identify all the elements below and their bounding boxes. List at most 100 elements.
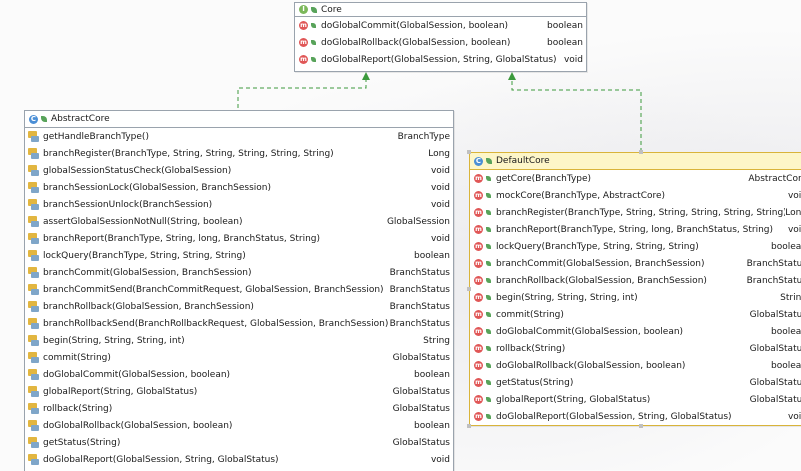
method-signature: rollback(String): [43, 403, 113, 414]
method-return-type: boolean: [547, 37, 583, 48]
method-signature: doGlobalReport(GlobalSession, String, Gl…: [496, 411, 732, 422]
method-row[interactable]: getHandleBranchType()BranchType: [25, 128, 453, 145]
method-signature: branchRollback(GlobalSession, BranchSess…: [496, 275, 707, 286]
method-icon: m: [474, 412, 483, 421]
method-row[interactable]: m lockQuery(BranchType, String, String, S…: [470, 238, 801, 255]
method-row[interactable]: branchCommit(GlobalSession, BranchSessio…: [25, 264, 453, 281]
public-visibility-icon: [41, 116, 47, 122]
public-visibility-icon: [311, 57, 316, 62]
method-row[interactable]: globalSessionStatusCheck(GlobalSession)v…: [25, 162, 453, 179]
method-row[interactable]: rollback(String) GlobalStatus: [25, 400, 453, 417]
method-return-type: boolean: [414, 420, 450, 431]
method-row[interactable]: branchSessionLock(GlobalSession, BranchS…: [25, 179, 453, 196]
method-row[interactable]: begin(String, String, String, int)String: [25, 332, 453, 349]
method-return-type: boolean: [771, 241, 801, 252]
abstractcore-header[interactable]: C AbstractCore: [25, 111, 453, 128]
core-header[interactable]: I Core: [295, 3, 586, 17]
interface-icon: I: [299, 5, 308, 14]
abstractcore-arrowhead: [362, 72, 370, 80]
public-visibility-icon: [486, 158, 492, 164]
method-return-type: boolean: [771, 326, 801, 337]
method-return-type: void: [430, 165, 450, 176]
method-return-type: GlobalStatus: [392, 403, 450, 414]
method-row[interactable]: assertGlobalSessionNotNull(String, boole…: [25, 213, 453, 230]
method-return-type: void: [787, 190, 801, 201]
method-return-type: BranchStatus: [389, 318, 450, 329]
method-icon: m: [474, 327, 483, 336]
public-visibility-icon: [486, 346, 491, 351]
method-return-type: GlobalStatus: [392, 437, 450, 448]
selection-handle[interactable]: [467, 287, 471, 291]
method-icon: m: [474, 242, 483, 251]
method-icon: [27, 249, 39, 262]
method-icon: m: [299, 38, 308, 47]
method-icon: m: [299, 55, 308, 64]
method-return-type: GlobalStatus: [749, 309, 801, 320]
method-icon: m: [474, 225, 483, 234]
method-icon: [27, 317, 39, 330]
method-row[interactable]: doGlobalCommit(GlobalSession, boolean)bo…: [25, 366, 453, 383]
method-return-type: boolean: [547, 20, 583, 31]
method-return-type: GlobalStatus: [392, 386, 450, 397]
selection-handle[interactable]: [467, 150, 471, 154]
defaultcore-title: DefaultCore: [496, 156, 550, 166]
method-icon: [27, 436, 39, 449]
method-signature: doGlobalRollback(GlobalSession, boolean): [321, 37, 511, 48]
method-icon: [27, 334, 39, 347]
method-signature: lockQuery(BranchType, String, String, St…: [496, 241, 699, 252]
method-row[interactable]: m doGlobalRollback(GlobalSession, boolean…: [295, 34, 586, 51]
method-row[interactable]: branchCommitSend(BranchCommitRequest, Gl…: [25, 281, 453, 298]
method-row[interactable]: branchRegister(BranchType, String, Strin…: [25, 145, 453, 162]
method-signature: commit(String): [43, 352, 111, 363]
abstractcore-class-box[interactable]: C AbstractCore getHandleBranchType()Bran…: [24, 110, 454, 471]
method-row[interactable]: branchReport(BranchType, String, long, B…: [25, 230, 453, 247]
method-row[interactable]: getStatus(String)GlobalStatus: [25, 434, 453, 451]
method-signature: doGlobalRollback(GlobalSession, boolean): [43, 420, 233, 431]
selection-handle[interactable]: [639, 150, 643, 154]
public-visibility-icon: [486, 329, 491, 334]
method-return-type: boolean: [414, 369, 450, 380]
method-signature: assertGlobalSessionNotNull(String, boole…: [43, 216, 243, 227]
method-row[interactable]: globalReport(String, GlobalStatus)Global…: [25, 383, 453, 400]
method-signature: lockQuery(BranchType, String, String, St…: [43, 250, 246, 261]
selection-handle[interactable]: [639, 424, 643, 428]
method-return-type: boolean: [414, 250, 450, 261]
method-icon: [27, 232, 39, 245]
method-row[interactable]: m branchRollback(GlobalSession, BranchSes…: [470, 272, 801, 289]
method-row[interactable]: doGlobalRollback(GlobalSession, boolean)…: [25, 417, 453, 434]
method-row[interactable]: m doGlobalReport(GlobalSession, String, G…: [470, 408, 801, 425]
method-return-type: BranchStatus: [389, 284, 450, 295]
defaultcore-header[interactable]: C DefaultCore: [470, 153, 801, 170]
method-row[interactable]: branchRollbackSend(BranchRollbackRequest…: [25, 315, 453, 332]
public-visibility-icon: [486, 380, 491, 385]
method-row[interactable]: branchRollback(GlobalSession, BranchSess…: [25, 298, 453, 315]
method-icon: [27, 419, 39, 432]
method-icon: m: [474, 378, 483, 387]
method-row[interactable]: doGlobalReport(GlobalSession, String, Gl…: [25, 451, 453, 468]
method-row[interactable]: commit(String)GlobalStatus: [25, 349, 453, 366]
method-icon: m: [474, 276, 483, 285]
method-icon: m: [474, 259, 483, 268]
method-row[interactable]: branchSessionUnlock(BranchSession)void: [25, 196, 453, 213]
method-row[interactable]: lockQuery(BranchType, String, String, St…: [25, 247, 453, 264]
method-return-type: String: [780, 292, 801, 303]
selection-handle[interactable]: [467, 424, 471, 428]
method-signature: branchRegister(BranchType, String, Strin…: [496, 207, 786, 218]
method-return-type: BranchStatus: [746, 275, 801, 286]
